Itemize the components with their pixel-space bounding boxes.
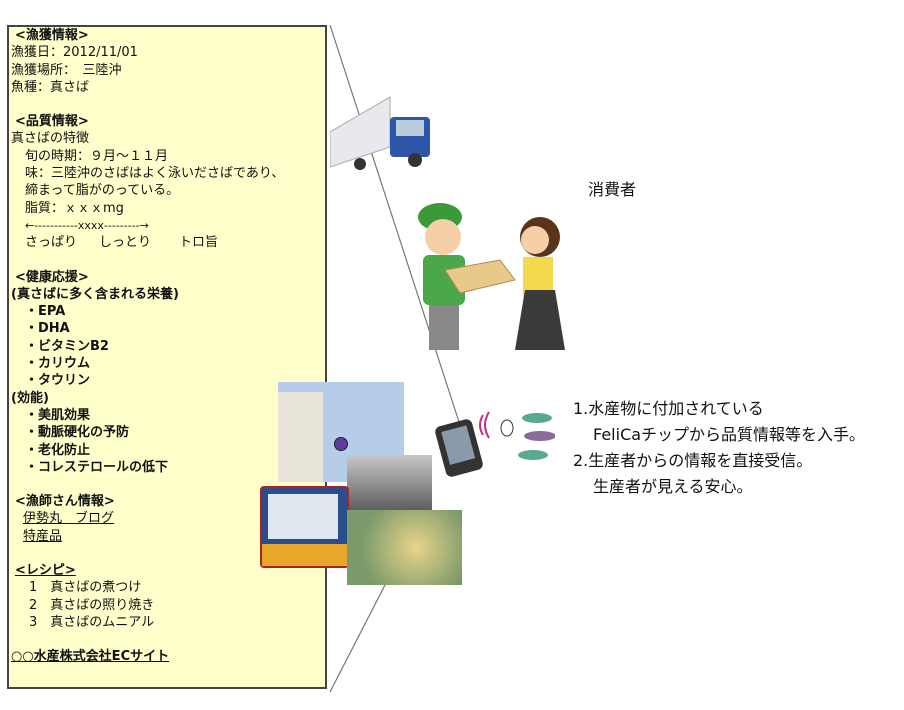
taste-scale: ←-----------xxxx---------→ — [25, 218, 149, 232]
effects-title: (効能) — [11, 390, 49, 406]
specialty-link[interactable]: 特産品 — [23, 528, 63, 544]
nutrient-item: ・DHA — [25, 321, 70, 337]
scale-labels: さっぱり しっとり トロ旨 — [11, 234, 325, 251]
effect-item: ・老化防止 — [25, 442, 91, 458]
recipe-item[interactable]: 3 真さばのムニアル — [29, 614, 155, 630]
delivery-illustration — [418, 203, 565, 350]
note-2: 2.生産者からの情報を直接受信。 — [573, 451, 813, 470]
nutrient-item: ・タウリン — [25, 373, 91, 389]
effect-item: ・美肌効果 — [25, 407, 91, 423]
truck-illustration — [330, 96, 430, 170]
recipe-item[interactable]: 2 真さばの照り焼き — [29, 597, 155, 613]
recipe-item[interactable]: 1 真さばの煮つけ — [29, 580, 142, 596]
fisher-heading: <漁師さん情報> — [15, 494, 115, 510]
fat-content: 脂質：ｘｘｘmg — [25, 200, 124, 216]
phone-felica-illustration — [435, 411, 555, 477]
scale-label: トロ旨 — [179, 235, 219, 251]
fishing-boat-photo — [347, 455, 432, 515]
catch-heading: <漁獲情報> — [15, 28, 89, 43]
feature-notes: 1.水産物に付加されている FeliCaチップから品質情報等を入手。 2.生産者… — [573, 396, 865, 500]
recipe-heading[interactable]: <レシピ> — [15, 563, 76, 579]
fisher-blog-link[interactable]: 伊勢丸 ブログ — [23, 511, 115, 527]
health-heading: <健康応援> — [15, 269, 89, 285]
ec-site-link[interactable]: ○○水産株式会社ECサイト — [11, 649, 170, 665]
catch-date: 漁獲日：2012/11/01 — [11, 45, 138, 61]
quality-heading: <品質情報> — [15, 114, 89, 130]
species: 魚種：真さば — [11, 79, 90, 95]
effect-item: ・コレステロールの低下 — [25, 459, 169, 475]
note-2-cont: 生産者が見える安心。 — [593, 477, 753, 496]
product-info-panel: <漁獲情報> 漁獲日：2012/11/01 漁獲場所： 三陸沖 魚種：真さば <… — [7, 25, 327, 689]
feature-title: 真さばの特徴 — [11, 131, 90, 147]
nutrients-title: (真さばに多く含まれる栄養) — [11, 286, 179, 302]
season: 旬の時期：９月～１１月 — [25, 148, 169, 164]
note-1-cont: FeliCaチップから品質情報等を入手。 — [593, 425, 866, 444]
nutrient-item: ・カリウム — [25, 356, 91, 372]
note-1: 1.水産物に付加されている — [573, 399, 764, 418]
taste-line1: 味：三陸沖のさばはよく泳いださばであり、 — [25, 166, 285, 182]
scale-label: しっとり — [99, 235, 152, 251]
dish-photo — [347, 510, 462, 585]
product-ad-image — [260, 486, 349, 568]
effect-item: ・動脈硬化の予防 — [25, 425, 130, 441]
taste-line2: 締まって脂がのっている。 — [25, 183, 180, 199]
scale-label: さっぱり — [25, 235, 78, 251]
nutrient-item: ・ビタミンB2 — [25, 338, 109, 354]
nutrient-item: ・EPA — [25, 304, 66, 320]
catch-place: 漁獲場所： 三陸沖 — [11, 62, 122, 78]
consumer-label: 消費者 — [588, 180, 637, 199]
